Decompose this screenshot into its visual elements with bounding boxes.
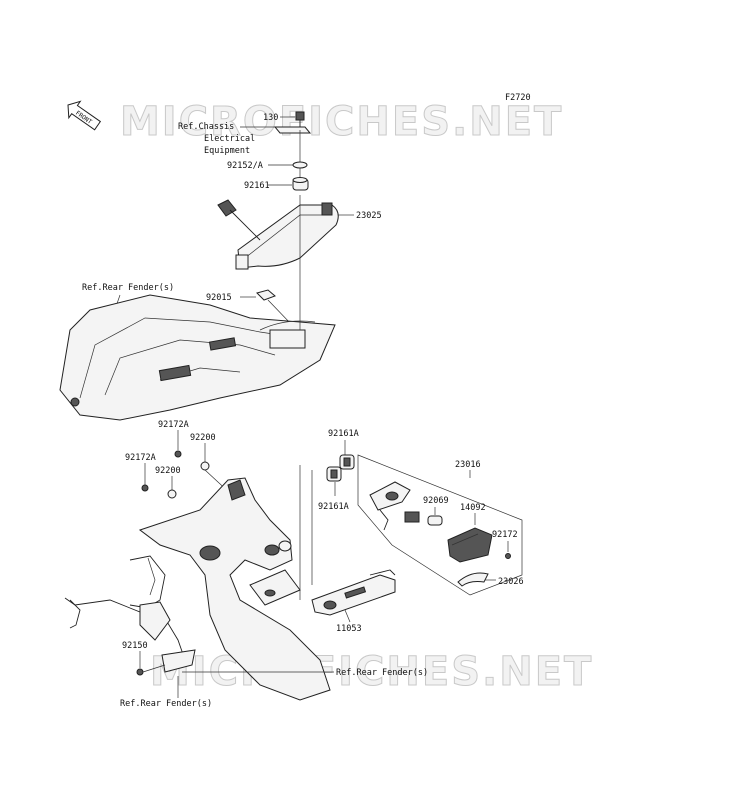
watermark-top: MICROFICHES.NET (120, 99, 563, 145)
label-130: 130 (263, 113, 278, 123)
bulb-92069 (404, 511, 443, 526)
label-92152A: 92152/A (227, 161, 263, 171)
label-23026: 23026 (498, 577, 524, 587)
label-92015: 92015 (206, 293, 232, 303)
label-23016: 23016 (455, 460, 481, 470)
label-92069: 92069 (423, 496, 449, 506)
label-92200-2: 92200 (155, 466, 181, 476)
label-92161A-2: 92161A (318, 502, 349, 512)
ref-rear-fender-lower-left: Ref.Rear Fender(s) (120, 699, 212, 709)
leader-11053 (344, 609, 351, 623)
grommet-92161A-1 (339, 454, 355, 470)
rear-fender-upper (59, 294, 336, 421)
bracket (273, 126, 312, 134)
label-92200-1: 92200 (190, 433, 216, 443)
cover-23026 (457, 572, 489, 587)
label-11053: 11053 (336, 624, 362, 634)
ref-chassis-line2: Electrical (204, 134, 255, 144)
ref-rear-fender-upper: Ref.Rear Fender(s) (82, 283, 174, 293)
screw-92172 (505, 553, 511, 559)
label-23025: 23025 (356, 211, 382, 221)
assembly-outline-23016 (357, 454, 523, 596)
washer-92152A (292, 161, 308, 169)
front-arrow-icon: FRONT (67, 100, 102, 131)
lens-14092 (447, 527, 493, 563)
washer-92200-1 (200, 461, 210, 471)
bolt-92150 (136, 668, 144, 676)
label-92150: 92150 (122, 641, 148, 651)
washer-92200-2 (167, 489, 177, 499)
clip-92015 (256, 289, 276, 301)
ref-chassis-line3: Equipment (204, 146, 250, 156)
wire-bracket-left (64, 555, 196, 673)
bracket-11053 (311, 569, 396, 616)
label-92172: 92172 (492, 530, 518, 540)
grommet-92161 (292, 177, 309, 191)
lamp-23025 (217, 199, 339, 270)
label-92172A-2: 92172A (125, 453, 156, 463)
ref-rear-fender-lower-right: Ref.Rear Fender(s) (336, 668, 428, 678)
label-92161: 92161 (244, 181, 270, 191)
label-92161A-1: 92161A (328, 429, 359, 439)
lamp-socket (369, 481, 411, 531)
leader-92150-b (142, 664, 166, 673)
ref-chassis-line1: Ref.Chassis (178, 122, 234, 132)
bolt-92172A-2 (141, 484, 149, 492)
label-14092: 14092 (460, 503, 486, 513)
bolt-92172A-1 (174, 450, 182, 458)
figure-code: F2720 (505, 93, 531, 103)
grommet-92161A-2 (326, 466, 342, 482)
rear-fender-lower (138, 477, 331, 701)
label-92172A-1: 92172A (158, 420, 189, 430)
